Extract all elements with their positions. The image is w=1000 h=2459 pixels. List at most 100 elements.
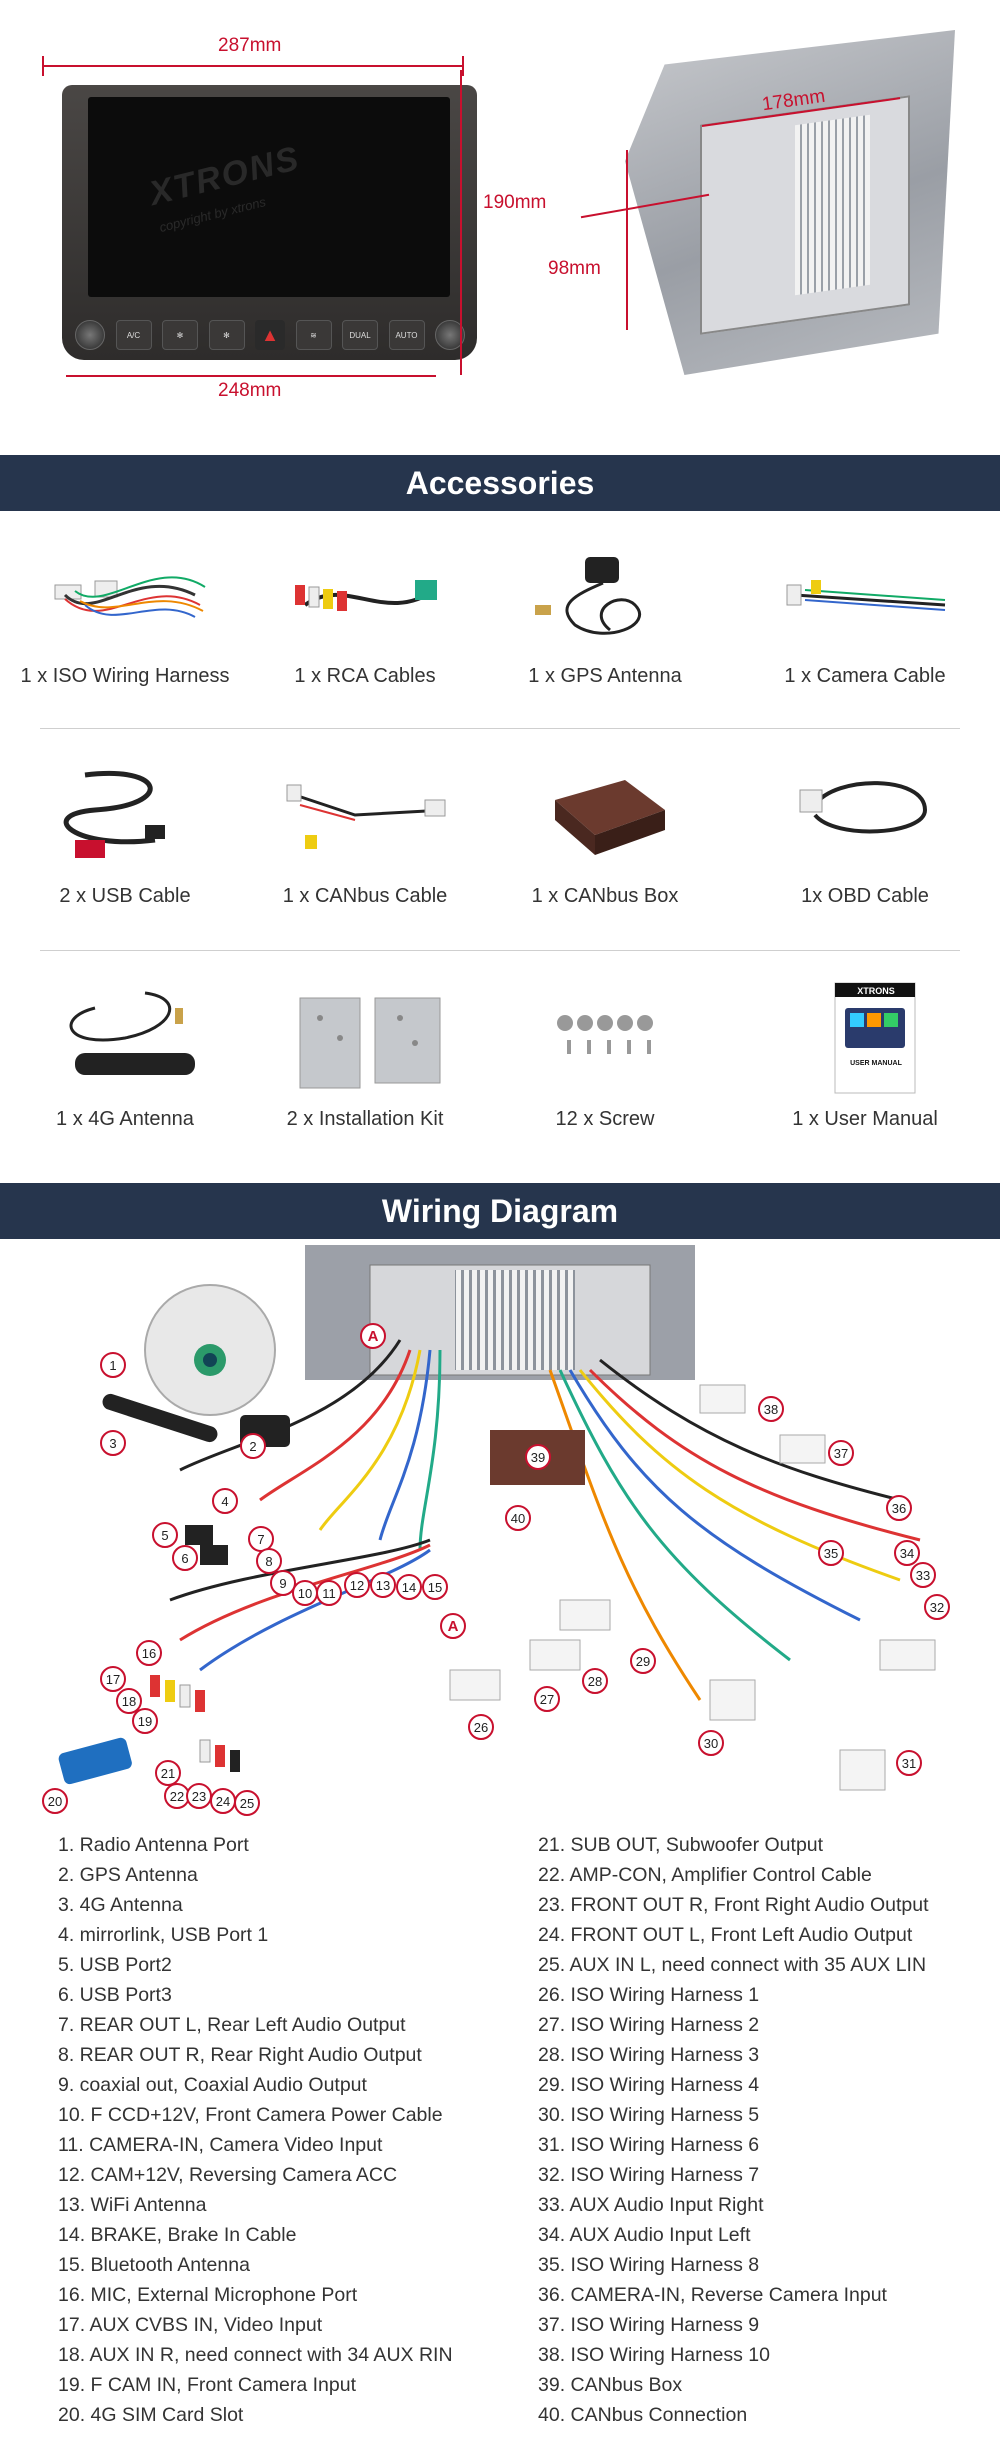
legend-item: 40. CANbus Connection	[538, 2404, 748, 2426]
dimension-depth-height: 98mm	[548, 258, 601, 279]
panel-button-ac: A/C	[115, 320, 152, 350]
callout-28: 28	[582, 1668, 608, 1694]
legend-item: 15. Bluetooth Antenna	[58, 2254, 250, 2276]
accessory-label: 1 x RCA Cables	[294, 665, 436, 687]
callout-11: 11	[316, 1580, 342, 1606]
callout-40: 40	[505, 1505, 531, 1531]
callout-27: 27	[534, 1686, 560, 1712]
legend-item: 14. BRAKE, Brake In Cable	[58, 2224, 297, 2246]
canbus-cable-icon	[286, 784, 446, 849]
fan-icon: ✻	[162, 320, 198, 350]
dimension-line	[66, 375, 436, 377]
legend-item: 20. 4G SIM Card Slot	[58, 2404, 244, 2426]
callout-20: 20	[42, 1788, 68, 1814]
panel-button-dual: DUAL	[342, 320, 378, 350]
accessory-canbus-cable: 1 x CANbus Cable	[250, 745, 480, 945]
legend-item: 35. ISO Wiring Harness 8	[538, 2254, 760, 2276]
installation-kit-icon	[299, 997, 441, 1089]
legend-item: 33. AUX Audio Input Right	[538, 2194, 764, 2216]
legend-item: 8. REAR OUT R, Rear Right Audio Output	[58, 2044, 422, 2066]
callout-31: 31	[896, 1750, 922, 1776]
accessory-label: 1 x Camera Cable	[784, 665, 946, 687]
legend-item: 13. WiFi Antenna	[58, 2194, 207, 2216]
dimensions-section: 287mm XTRONS copyright by xtrons A/C ✻ ✻…	[0, 0, 1000, 455]
accessories-divider	[40, 950, 960, 951]
accessory-4g-antenna: 1 x 4G Antenna	[10, 968, 240, 1168]
callout-22: 22	[164, 1783, 190, 1809]
callout-39: 39	[525, 1444, 551, 1470]
accessory-user-manual: XTRONS USER MANUAL 1 x User Manual	[750, 968, 980, 1168]
panel-button-auto: AUTO	[388, 320, 425, 350]
legend-item: 16. MIC, External Microphone Port	[58, 2284, 358, 2306]
gps-antenna-icon	[535, 557, 641, 635]
legend-item: 7. REAR OUT L, Rear Left Audio Output	[58, 2014, 406, 2036]
legend-item: 10. F CCD+12V, Front Camera Power Cable	[58, 2104, 443, 2126]
callout-25: 25	[234, 1790, 260, 1816]
callout-17: 17	[100, 1666, 126, 1692]
usb-cable-icon	[63, 770, 165, 858]
accessory-label: 1x OBD Cable	[801, 885, 929, 907]
canbus-box-icon	[555, 780, 665, 855]
legend-item: 38. ISO Wiring Harness 10	[538, 2344, 770, 2366]
legend-item: 36. CAMERA-IN, Reverse Camera Input	[538, 2284, 887, 2306]
accessory-label: 1 x 4G Antenna	[56, 1108, 194, 1130]
legend-item: 11. CAMERA-IN, Camera Video Input	[58, 2134, 383, 2156]
callout-26: 26	[468, 1714, 494, 1740]
legend-item: 18. AUX IN R, need connect with 34 AUX R…	[58, 2344, 453, 2366]
accessory-gps-antenna: 1 x GPS Antenna	[490, 525, 720, 725]
callout-29: 29	[630, 1648, 656, 1674]
callout-34: 34	[894, 1540, 920, 1566]
legend-item: 17. AUX CVBS IN, Video Input	[58, 2314, 323, 2336]
callout-33: 33	[910, 1562, 936, 1588]
callout-24: 24	[210, 1788, 236, 1814]
callout-30: 30	[698, 1730, 724, 1756]
connector-marker-a: A	[440, 1613, 466, 1639]
accessory-rca-cables: 1 x RCA Cables	[250, 525, 480, 725]
accessories-header: Accessories	[0, 455, 1000, 511]
legend-item: 2. GPS Antenna	[58, 1864, 198, 1886]
legend-item: 4. mirrorlink, USB Port 1	[58, 1924, 269, 1946]
legend-item: 32. ISO Wiring Harness 7	[538, 2164, 760, 2186]
accessories-divider	[40, 728, 960, 729]
callout-12: 12	[344, 1572, 370, 1598]
accessory-installation-kit: 2 x Installation Kit	[250, 968, 480, 1168]
camera-cable-icon	[786, 580, 946, 611]
accessory-label: 1 x GPS Antenna	[528, 665, 682, 687]
heatsink	[795, 114, 870, 296]
callout-38: 38	[758, 1396, 784, 1422]
accessories-row: 1 x 4G Antenna 2 x Installation Kit 12 x…	[0, 968, 1000, 1168]
accessory-label: 1 x CANbus Box	[531, 885, 679, 907]
legend-item: 12. CAM+12V, Reversing Camera ACC	[58, 2164, 398, 2186]
accessory-canbus-box: 1 x CANbus Box	[490, 745, 720, 945]
dimension-height: 190mm	[483, 192, 547, 213]
callout-4: 4	[212, 1488, 238, 1514]
manual-brand: XTRONS	[857, 986, 895, 996]
accessory-screw: 12 x Screw	[490, 968, 720, 1168]
legend-item: 6. USB Port3	[58, 1984, 172, 2006]
callout-14: 14	[396, 1574, 422, 1600]
callout-1: 1	[100, 1352, 126, 1378]
4g-antenna-icon	[69, 991, 195, 1075]
user-manual-icon	[834, 982, 916, 1094]
fan-icon: ✻	[208, 320, 245, 350]
callout-23: 23	[186, 1783, 212, 1809]
connector-marker-a: A	[360, 1323, 386, 1349]
accessory-label: 1 x ISO Wiring Harness	[20, 665, 230, 687]
callout-2: 2	[240, 1433, 266, 1459]
legend-item: 22. AMP-CON, Amplifier Control Cable	[538, 1864, 872, 1886]
wiring-header: Wiring Diagram	[0, 1183, 1000, 1239]
legend-item: 1. Radio Antenna Port	[58, 1834, 249, 1856]
legend-item: 28. ISO Wiring Harness 3	[538, 2044, 760, 2066]
front-panel-buttons: A/C ✻ ✻ ▲ ≋ DUAL AUTO	[75, 318, 465, 352]
accessory-label: 1 x CANbus Cable	[282, 885, 448, 907]
legend-item: 27. ISO Wiring Harness 2	[538, 2014, 760, 2036]
screw-icon	[557, 1015, 653, 1054]
callout-6: 6	[172, 1545, 198, 1571]
accessories-row: 2 x USB Cable 1 x CANbus Cable 1 x CANbu…	[0, 745, 1000, 945]
wiring-illustration	[58, 1245, 936, 1791]
dimension-line	[460, 70, 462, 375]
callout-36: 36	[886, 1495, 912, 1521]
accessory-obd-cable: 1x OBD Cable	[750, 745, 980, 945]
